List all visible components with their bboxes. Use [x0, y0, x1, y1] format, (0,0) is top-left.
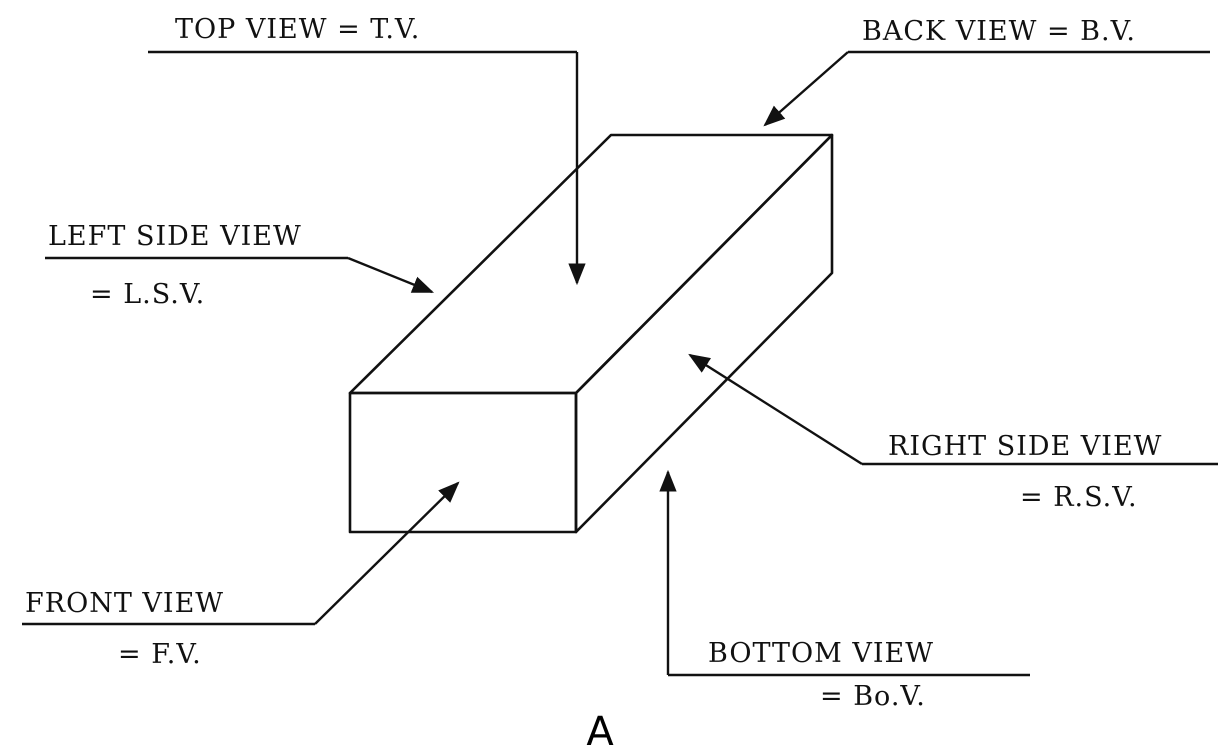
rectangular-block [348, 133, 834, 534]
left-side-view-arrow [347, 256, 435, 294]
back-view-arrow [763, 51, 849, 127]
right-side-view-label: RIGHT SIDE VIEW [888, 431, 1162, 462]
bottom-view-label: BOTTOM VIEW [708, 638, 934, 669]
left-side-view-label: LEFT SIDE VIEW [48, 221, 302, 252]
block-right-face [574, 133, 834, 534]
front-view-arrow [314, 481, 460, 625]
back-view-label: BACK VIEW = B.V. [862, 16, 1136, 47]
right-side-view-abbr: = R.S.V. [1020, 482, 1138, 513]
front-view-label: FRONT VIEW [25, 588, 224, 619]
bottom-view-abbr: = Bo.V. [820, 681, 926, 712]
block-front-face [348, 391, 578, 534]
right-side-view-arrow [688, 353, 863, 466]
top-view-label: TOP VIEW = T.V. [175, 14, 420, 45]
left-side-view-abbr: = L.S.V. [90, 279, 205, 310]
front-view-abbr: = F.V. [118, 639, 202, 670]
figure-caption: A [586, 709, 614, 752]
block-top-face [348, 133, 834, 395]
